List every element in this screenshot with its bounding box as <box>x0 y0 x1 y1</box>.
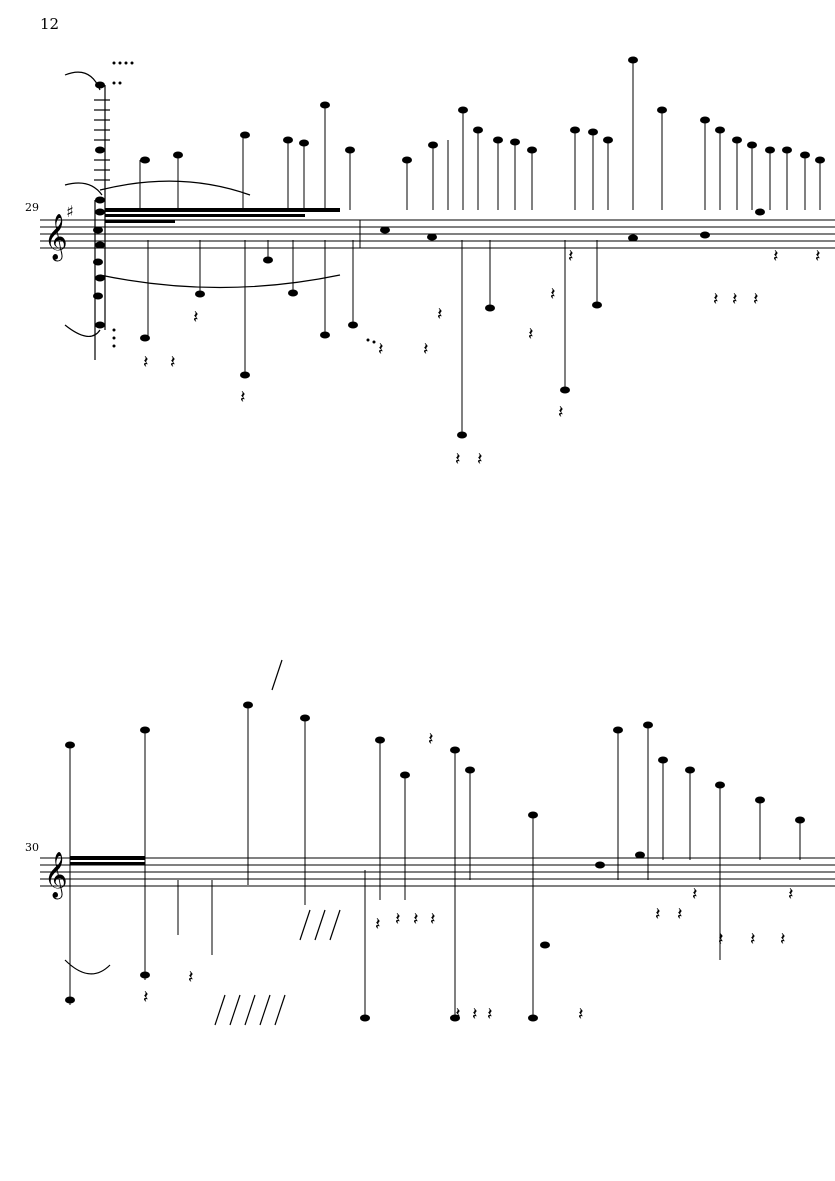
system-29: 𝄞 ♯ <box>40 56 835 470</box>
svg-text:𝄽: 𝄽 <box>578 1004 584 1025</box>
svg-text:𝄽: 𝄽 <box>788 884 794 905</box>
svg-text:𝄽: 𝄽 <box>713 289 719 310</box>
svg-text:𝄽: 𝄽 <box>143 352 149 373</box>
upper-noteheads <box>140 56 825 164</box>
svg-text:𝄽: 𝄽 <box>477 449 483 470</box>
svg-text:𝄽: 𝄽 <box>487 1004 493 1025</box>
svg-text:𝄽: 𝄽 <box>395 909 401 930</box>
stems-and-ledgers <box>94 85 110 360</box>
dot-extenders <box>112 61 376 348</box>
rests: 𝄽 𝄽 𝄽 𝄽 𝄽 𝄽 𝄽 𝄽 𝄽 𝄽 𝄽 𝄽 𝄽 𝄽 𝄽 𝄽 𝄽 𝄽 <box>143 246 821 470</box>
svg-text:𝄽: 𝄽 <box>550 284 556 305</box>
lower-stems <box>147 240 598 435</box>
svg-text:𝄽: 𝄽 <box>240 387 246 408</box>
svg-text:𝄽: 𝄽 <box>378 339 384 360</box>
svg-text:𝄽: 𝄽 <box>732 289 738 310</box>
svg-text:𝄽: 𝄽 <box>718 929 724 950</box>
svg-text:𝄽: 𝄽 <box>413 909 419 930</box>
system-30: 𝄞 <box>40 659 835 1026</box>
measure-number-29: 29 <box>25 201 39 214</box>
svg-text:𝄽: 𝄽 <box>773 246 779 267</box>
noteheads <box>65 701 805 1022</box>
beams <box>105 208 340 223</box>
measure-number-30: 30 <box>25 841 39 854</box>
svg-text:𝄽: 𝄽 <box>143 987 149 1008</box>
svg-text:𝄽: 𝄽 <box>430 909 436 930</box>
svg-text:𝄽: 𝄽 <box>455 449 461 470</box>
svg-text:𝄽: 𝄽 <box>692 884 698 905</box>
rests: 𝄽 𝄽 𝄽 𝄽 𝄽 𝄽 𝄽 𝄽 𝄽 𝄽 𝄽 𝄽 𝄽 𝄽 𝄽 𝄽 𝄽 𝄽 <box>143 729 794 1025</box>
svg-text:𝄽: 𝄽 <box>750 929 756 950</box>
lower-noteheads <box>140 208 765 439</box>
lower-stems <box>177 870 366 1018</box>
svg-text:𝄽: 𝄽 <box>677 904 683 925</box>
svg-text:𝄽: 𝄽 <box>428 729 434 750</box>
svg-text:𝄽: 𝄽 <box>472 1004 478 1025</box>
treble-clef-icon: 𝄞 <box>44 214 68 262</box>
ledger-columns <box>139 60 821 210</box>
staff-lines <box>40 219 835 249</box>
beams <box>70 856 145 865</box>
svg-text:𝄽: 𝄽 <box>558 402 564 423</box>
svg-text:𝄽: 𝄽 <box>188 967 194 988</box>
sharp-icon: ♯ <box>66 202 74 221</box>
svg-text:𝄽: 𝄽 <box>375 914 381 935</box>
svg-text:𝄽: 𝄽 <box>170 352 176 373</box>
svg-text:𝄽: 𝄽 <box>455 1004 461 1025</box>
svg-text:𝄽: 𝄽 <box>193 307 199 328</box>
slur <box>64 959 111 975</box>
grace-note-groups <box>214 659 341 1026</box>
page-number: 12 <box>40 15 60 33</box>
slurs <box>64 71 341 337</box>
svg-text:𝄽: 𝄽 <box>568 246 574 267</box>
staff-lines <box>40 857 835 887</box>
svg-text:𝄽: 𝄽 <box>780 929 786 950</box>
ledger-columns <box>69 705 801 1020</box>
svg-text:𝄽: 𝄽 <box>815 246 821 267</box>
svg-text:𝄽: 𝄽 <box>655 904 661 925</box>
svg-text:𝄽: 𝄽 <box>528 324 534 345</box>
svg-text:𝄽: 𝄽 <box>423 339 429 360</box>
treble-clef-icon: 𝄞 <box>44 852 68 900</box>
svg-text:𝄽: 𝄽 <box>437 304 443 325</box>
svg-text:𝄽: 𝄽 <box>753 289 759 310</box>
